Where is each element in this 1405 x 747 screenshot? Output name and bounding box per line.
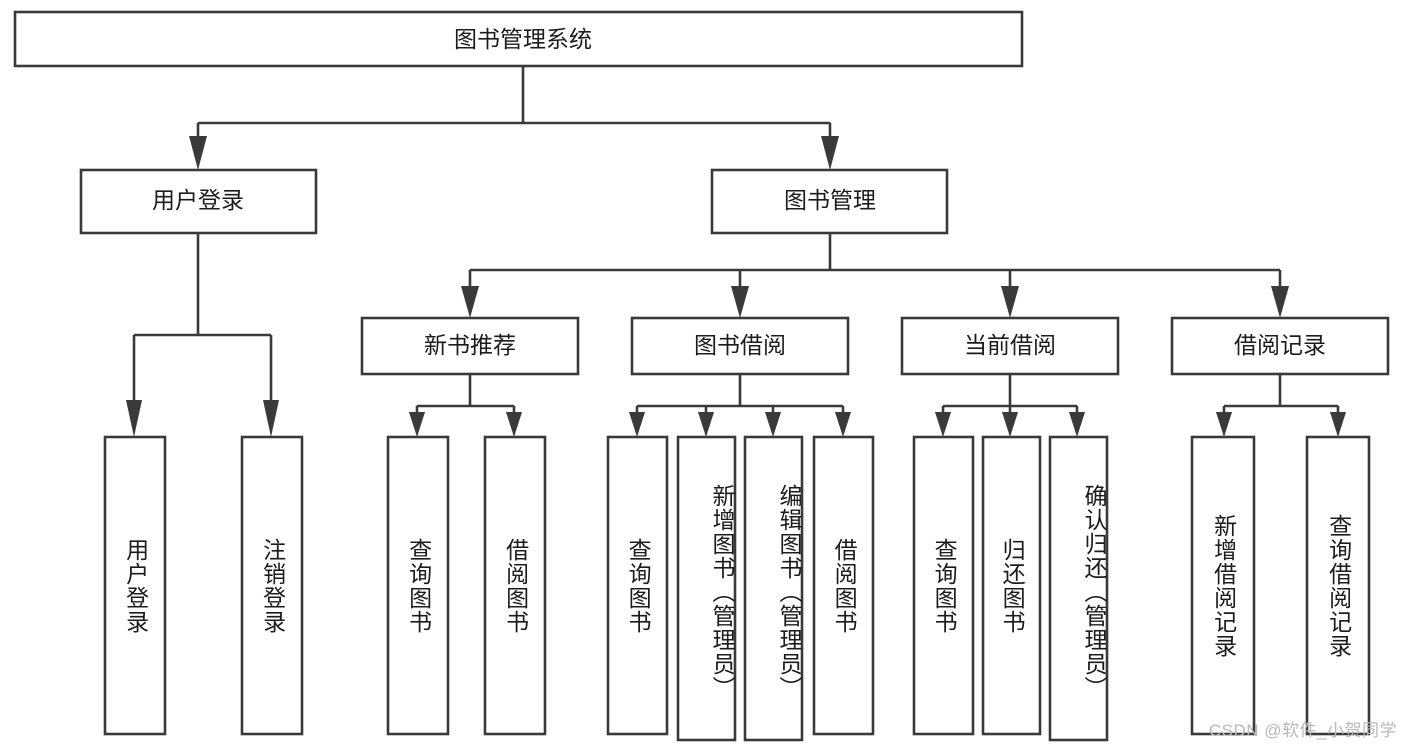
edges-root-to-level2 (189, 66, 839, 170)
arrow-to-book-mgmt (821, 136, 839, 170)
arrow-to-borrow-record (1271, 286, 1289, 318)
node-borrow-record[interactable]: 借阅记录 (1170, 316, 1390, 376)
node-book-borrow-box (630, 316, 850, 376)
node-root-box (13, 10, 1024, 68)
leaf-box-logout[interactable] (240, 435, 304, 736)
edges-borrow-record-to-leaves (1216, 374, 1346, 437)
node-current-borrow[interactable]: 当前借阅 (900, 316, 1120, 376)
node-current-borrow-box (900, 316, 1120, 376)
leaf-boxes-book-borrow (606, 435, 875, 742)
node-root[interactable]: 图书管理系统 (13, 10, 1024, 68)
arrow-leaf-return-book (1002, 412, 1018, 437)
leaf-boxes-new-book-recommend (386, 435, 547, 736)
arrow-leaf-user-login (126, 400, 142, 437)
leaf-box-edit-book[interactable] (743, 435, 804, 742)
node-borrow-record-label: 借阅记录 (1234, 332, 1326, 358)
arrow-leaf-add-book (698, 412, 714, 437)
node-new-book-recommend[interactable]: 新书推荐 (360, 316, 580, 376)
node-root-label: 图书管理系统 (454, 26, 592, 52)
leaf-boxes-user-login (103, 435, 304, 736)
arrow-to-user-login (189, 136, 207, 170)
arrow-leaf-query-book-a (409, 412, 425, 437)
node-user-login-label: 用户登录 (152, 187, 244, 213)
node-user-login-box (79, 168, 318, 235)
node-book-borrow[interactable]: 图书借阅 (630, 316, 850, 376)
edges-user-login-to-leaves (126, 233, 279, 437)
arrow-leaf-add-record (1216, 412, 1232, 437)
leaf-box-borrow-book-b[interactable] (812, 435, 875, 736)
leaf-box-query-book-a[interactable] (386, 435, 450, 736)
node-book-borrow-label: 图书借阅 (694, 332, 786, 358)
edges-current-borrow-to-leaves (935, 374, 1085, 437)
leaf-box-return-book[interactable] (981, 435, 1042, 736)
arrow-leaf-query-book-b (629, 412, 645, 437)
node-book-management-label: 图书管理 (784, 187, 876, 213)
leaf-box-query-record[interactable] (1305, 435, 1371, 736)
leaf-boxes-borrow-record (1190, 435, 1371, 736)
csdn-watermark: CSDN @软件_小贺同学 (1208, 721, 1397, 740)
leaf-box-query-book-c[interactable] (912, 435, 975, 736)
node-user-login[interactable]: 用户登录 (79, 168, 318, 235)
leaf-boxes-current-borrow (912, 435, 1109, 742)
leaf-box-user-login[interactable] (103, 435, 167, 736)
arrow-leaf-query-book-c (935, 412, 951, 437)
arrow-to-current-borrow (1001, 286, 1019, 318)
arrow-leaf-query-record (1330, 412, 1346, 437)
leaf-box-query-book-b[interactable] (606, 435, 669, 736)
arrow-to-new-book (461, 286, 479, 318)
edges-new-book-to-leaves (409, 374, 522, 437)
arrow-leaf-borrow-book-b (835, 412, 851, 437)
arrow-leaf-logout (263, 400, 279, 437)
arrow-leaf-edit-book (765, 412, 781, 437)
arrow-leaf-confirm-return (1069, 412, 1085, 437)
node-current-borrow-label: 当前借阅 (964, 332, 1056, 358)
leaf-box-add-book[interactable] (676, 435, 737, 742)
node-borrow-record-box (1170, 316, 1390, 376)
leaf-box-confirm-return[interactable] (1048, 435, 1109, 742)
leaf-box-borrow-book-a[interactable] (483, 435, 547, 736)
edges-book-borrow-to-leaves (629, 374, 851, 437)
node-new-book-recommend-label: 新书推荐 (424, 332, 516, 358)
edges-book-mgmt-to-level3 (461, 233, 1289, 318)
node-book-management-box (710, 168, 949, 235)
arrow-leaf-borrow-book-a (506, 412, 522, 437)
node-new-book-recommend-box (360, 316, 580, 376)
node-book-management[interactable]: 图书管理 (710, 168, 949, 235)
arrow-to-book-borrow (731, 286, 749, 318)
leaf-box-add-record[interactable] (1190, 435, 1256, 736)
